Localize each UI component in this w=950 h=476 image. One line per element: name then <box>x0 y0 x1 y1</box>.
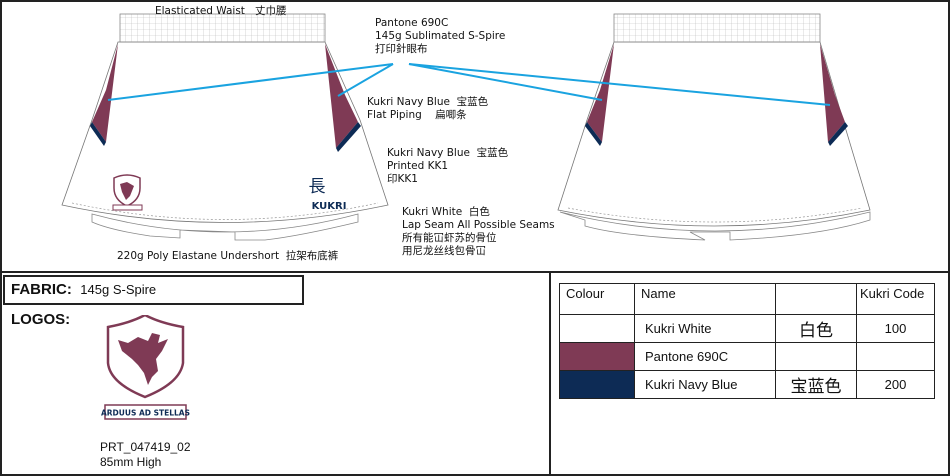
front-view: ⻑ KUKRI <box>61 13 389 241</box>
logos-label: LOGOS: <box>11 311 71 328</box>
crest-motto: ARDUUS AD STELLAS <box>101 409 190 418</box>
colour-panel <box>549 271 950 476</box>
fabric-value: 145g S-Spire <box>80 282 157 297</box>
header-name: Name <box>634 283 776 315</box>
logo-code: PRT_047419_02 <box>100 440 191 454</box>
fabric-label: FABRIC: <box>11 281 72 298</box>
callout-line: 宝蓝色 <box>476 147 509 159</box>
fabric-callout: Pantone 690C 145g Sublimated S-Spire 打印針… <box>375 17 505 56</box>
header-cn <box>775 283 857 315</box>
colour-code: 200 <box>856 370 935 399</box>
callout-line: 220g Poly Elastane Undershort <box>117 250 280 262</box>
callout-line: Kukri White <box>402 206 463 218</box>
colour-name: Pantone 690C <box>634 342 776 371</box>
table-row: Kukri Navy Blue 宝蓝色 200 <box>559 370 935 399</box>
colour-code: 100 <box>856 314 935 343</box>
callout-line: 宝蓝色 <box>456 96 489 108</box>
colour-name: Kukri White <box>634 314 776 343</box>
callout-line: 所有能冚虾苏的骨位 <box>402 232 497 244</box>
side-panel-maroon <box>325 44 358 148</box>
callout-line: Flat Piping <box>367 109 422 121</box>
header-colour: Colour <box>559 283 635 315</box>
colour-name: Kukri Navy Blue <box>634 370 776 399</box>
kukri-wordmark: KUKRI <box>312 201 347 212</box>
callout-line: 145g Sublimated S-Spire <box>375 30 506 42</box>
waist-callout: Elasticated Waist 丈巾腰 <box>155 5 286 18</box>
waist-label: Elasticated Waist <box>155 5 245 17</box>
callout-line: 用尼龙丝线包骨冚 <box>402 245 486 257</box>
callout-line: Printed KK1 <box>387 160 449 172</box>
piping-callout: Kukri Navy Blue 宝蓝色 Flat Piping 扁唧条 <box>367 96 488 122</box>
waistband <box>119 13 326 43</box>
logo-info: PRT_047419_02 85mm High <box>100 440 191 470</box>
logo-size: 85mm High <box>100 455 162 469</box>
colour-cn <box>775 342 857 371</box>
colour-cn: 白色 <box>775 314 857 343</box>
colour-table: Colour Name Kukri Code Kukri White 白色 10… <box>559 283 935 399</box>
waistband <box>613 13 821 43</box>
svg-text:⻑: ⻑ <box>309 177 326 197</box>
colour-swatch <box>559 342 635 371</box>
table-header: Colour Name Kukri Code <box>559 283 935 315</box>
callout-line: 印KK1 <box>387 173 418 185</box>
piping-navy <box>336 122 361 152</box>
callout-line: Pantone 690C <box>375 17 449 29</box>
side-panel-maroon <box>92 44 118 142</box>
fabric-row: FABRIC: 145g S-Spire <box>11 281 156 299</box>
back-view <box>557 13 871 241</box>
colour-swatch <box>559 314 635 343</box>
colour-cn: 宝蓝色 <box>775 370 857 399</box>
garment-sketch: ⻑ KUKRI <box>61 13 871 241</box>
undershort-callout: 220g Poly Elastane Undershort 拉架布底裤 <box>117 250 338 263</box>
table-row: Pantone 690C <box>559 342 935 371</box>
callout-line: 白色 <box>468 206 490 218</box>
callout-line: Lap Seam All Possible Seams <box>402 219 555 231</box>
callout-line: Kukri Navy Blue <box>387 147 470 159</box>
print-callout: Kukri Navy Blue 宝蓝色 Printed KK1 印KK1 <box>387 147 508 186</box>
kukri-logo-small: ⻑ KUKRI <box>309 177 347 212</box>
crest-small <box>112 174 143 211</box>
seams-callout: Kukri White 白色 Lap Seam All Possible Sea… <box>402 206 555 258</box>
callout-line: Kukri Navy Blue <box>367 96 450 108</box>
colour-code <box>856 342 935 371</box>
fabric-box <box>3 275 304 305</box>
callout-line: 拉架布底裤 <box>285 250 339 262</box>
callout-line: 打印針眼布 <box>375 43 428 55</box>
table-row: Kukri White 白色 100 <box>559 314 935 343</box>
header-code: Kukri Code <box>856 283 935 315</box>
piping-navy <box>90 122 106 146</box>
waist-label-cn: 丈巾腰 <box>254 5 287 17</box>
callout-lines <box>107 63 831 106</box>
colour-swatch <box>559 370 635 399</box>
school-crest-logo: ARDUUS AD STELLAS <box>101 315 190 420</box>
callout-line: 扁唧条 <box>435 109 467 121</box>
